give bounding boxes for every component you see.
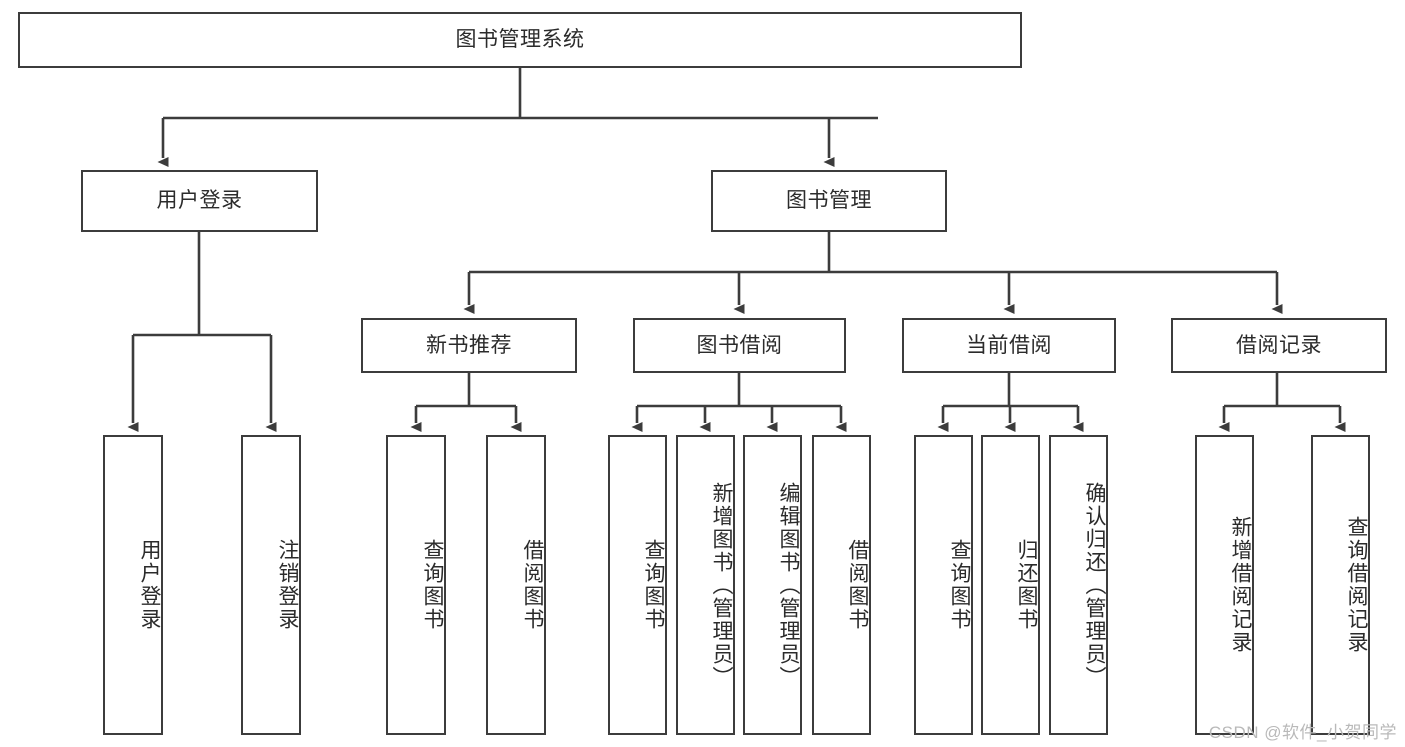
leaf-current-borrow-1-label: 查询图书 [948, 539, 971, 631]
node-new-book-recommend-label: 新书推荐 [426, 333, 512, 357]
leaf-book-borrow-1[interactable]: 查询图书 [608, 435, 667, 735]
leaf-book-borrow-2[interactable]: 新增图书（管理员） [676, 435, 735, 735]
node-user-login-label: 用户登录 [156, 189, 243, 213]
leaf-book-borrow-4[interactable]: 借阅图书 [812, 435, 871, 735]
leaf-new-book-1[interactable]: 查询图书 [386, 435, 446, 735]
node-book-manage-label: 图书管理 [786, 189, 872, 213]
leaf-book-borrow-2-label: 新增图书（管理员） [710, 481, 733, 689]
node-user-login[interactable]: 用户登录 [81, 170, 318, 232]
leaf-user-login-2-label: 注销登录 [276, 539, 299, 631]
leaf-borrow-record-2[interactable]: 查询借阅记录 [1311, 435, 1370, 735]
leaf-book-borrow-1-label: 查询图书 [642, 539, 665, 631]
csdn-watermark: CSDN @软件_小贺同学 [1208, 723, 1397, 742]
node-book-borrow-label: 图书借阅 [696, 333, 783, 357]
leaf-current-borrow-3-label: 确认归还（管理员） [1083, 481, 1106, 689]
node-book-borrow[interactable]: 图书借阅 [633, 318, 846, 373]
node-borrow-record[interactable]: 借阅记录 [1171, 318, 1387, 373]
leaf-user-login-2[interactable]: 注销登录 [241, 435, 301, 735]
leaf-current-borrow-1[interactable]: 查询图书 [914, 435, 973, 735]
leaf-current-borrow-3[interactable]: 确认归还（管理员） [1049, 435, 1108, 735]
leaf-borrow-record-1[interactable]: 新增借阅记录 [1195, 435, 1254, 735]
leaf-new-book-2-label: 借阅图书 [521, 539, 544, 631]
leaf-current-borrow-2[interactable]: 归还图书 [981, 435, 1040, 735]
node-current-borrow-label: 当前借阅 [966, 333, 1052, 357]
node-current-borrow[interactable]: 当前借阅 [902, 318, 1116, 373]
node-borrow-record-label: 借阅记录 [1236, 333, 1322, 357]
leaf-user-login-1[interactable]: 用户登录 [103, 435, 163, 735]
node-book-manage[interactable]: 图书管理 [711, 170, 947, 232]
leaf-user-login-1-label: 用户登录 [138, 539, 161, 631]
node-root-label: 图书管理系统 [455, 28, 585, 52]
node-root[interactable]: 图书管理系统 [18, 12, 1022, 68]
leaf-borrow-record-2-label: 查询借阅记录 [1345, 516, 1368, 654]
leaf-new-book-2[interactable]: 借阅图书 [486, 435, 546, 735]
leaf-book-borrow-3-label: 编辑图书（管理员） [777, 481, 800, 689]
leaf-new-book-1-label: 查询图书 [421, 539, 444, 631]
leaf-borrow-record-1-label: 新增借阅记录 [1229, 516, 1252, 654]
node-new-book-recommend[interactable]: 新书推荐 [361, 318, 577, 373]
leaf-current-borrow-2-label: 归还图书 [1015, 539, 1038, 631]
leaf-book-borrow-3[interactable]: 编辑图书（管理员） [743, 435, 802, 735]
leaf-book-borrow-4-label: 借阅图书 [846, 539, 869, 631]
